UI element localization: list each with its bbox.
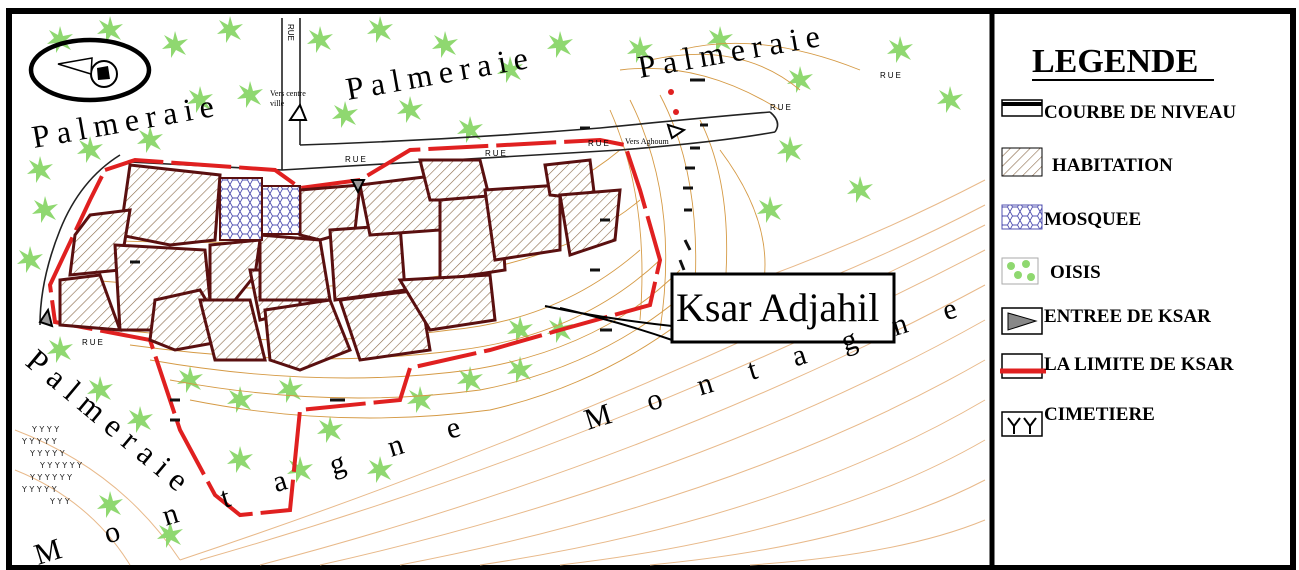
label-rue-4: RUE [770,103,793,112]
ksar-label-box [670,272,896,344]
legend-panel: LEGENDE COURBE DE NIVEAU HABITATION MOSQ… [1000,43,1236,437]
legend-item-limite: LA LIMITE DE KSAR [1044,354,1234,375]
legend-item-courbe: COURBE DE NIVEAU [1044,102,1236,123]
label-road-vertical: RUE [286,24,295,41]
red-markers [668,89,679,115]
outer-frame [6,8,1296,570]
svg-text:Y Y Y Y: Y Y Y Y [31,425,59,434]
svg-text:Y Y Y Y Y: Y Y Y Y Y [21,485,57,494]
label-vers-aghoum: Vers Aghoum [625,137,670,146]
legend-item-habitation: HABITATION [1052,155,1173,176]
label-rue-left: RUE [82,338,105,347]
svg-text:Y Y Y Y Y Y: Y Y Y Y Y Y [29,473,72,482]
label-palmeraie-top-center: Palmeraie [343,38,537,107]
svg-text:Y Y Y: Y Y Y [49,497,70,506]
svg-text:Y Y Y Y Y Y: Y Y Y Y Y Y [39,461,82,470]
svg-text:Y Y Y Y Y: Y Y Y Y Y [21,437,57,446]
habitation-blocks [58,158,622,372]
hexagon-pattern-icon [1001,204,1043,230]
legend-item-oisis: OISIS [1050,262,1101,283]
label-ksar-name: Ksar Adjahil [676,285,879,330]
label-rue-1: RUE [345,155,368,164]
red-line-icon [1001,353,1043,379]
cemetery-marks: Y Y Y Y Y Y Y Y Y Y Y Y Y Y Y Y Y Y Y Y … [21,425,82,506]
label-rue-2: RUE [485,149,508,158]
label-vers-centre-ville-2: ville [270,99,285,108]
mosque-blocks [219,177,301,241]
svg-text:Y Y Y Y Y: Y Y Y Y Y [29,449,65,458]
label-vers-centre-ville-1: Vers centre [270,89,306,98]
north-arrow [28,37,152,103]
legend-item-cimetiere: CIMETIERE [1044,404,1155,425]
label-rue-5: RUE [880,71,903,80]
stair-marks [130,78,708,422]
entrance-markers [38,102,687,328]
green-dots-icon [1001,257,1039,285]
label-rue-3: RUE [588,139,611,148]
legend-title: LEGENDE [1032,43,1198,80]
legend-item-entree: ENTREE DE KSAR [1044,306,1211,327]
cemetery-icon [1001,411,1043,437]
hatched-square-icon [1001,147,1043,177]
legend-item-mosquee: MOSQUEE [1044,209,1141,230]
